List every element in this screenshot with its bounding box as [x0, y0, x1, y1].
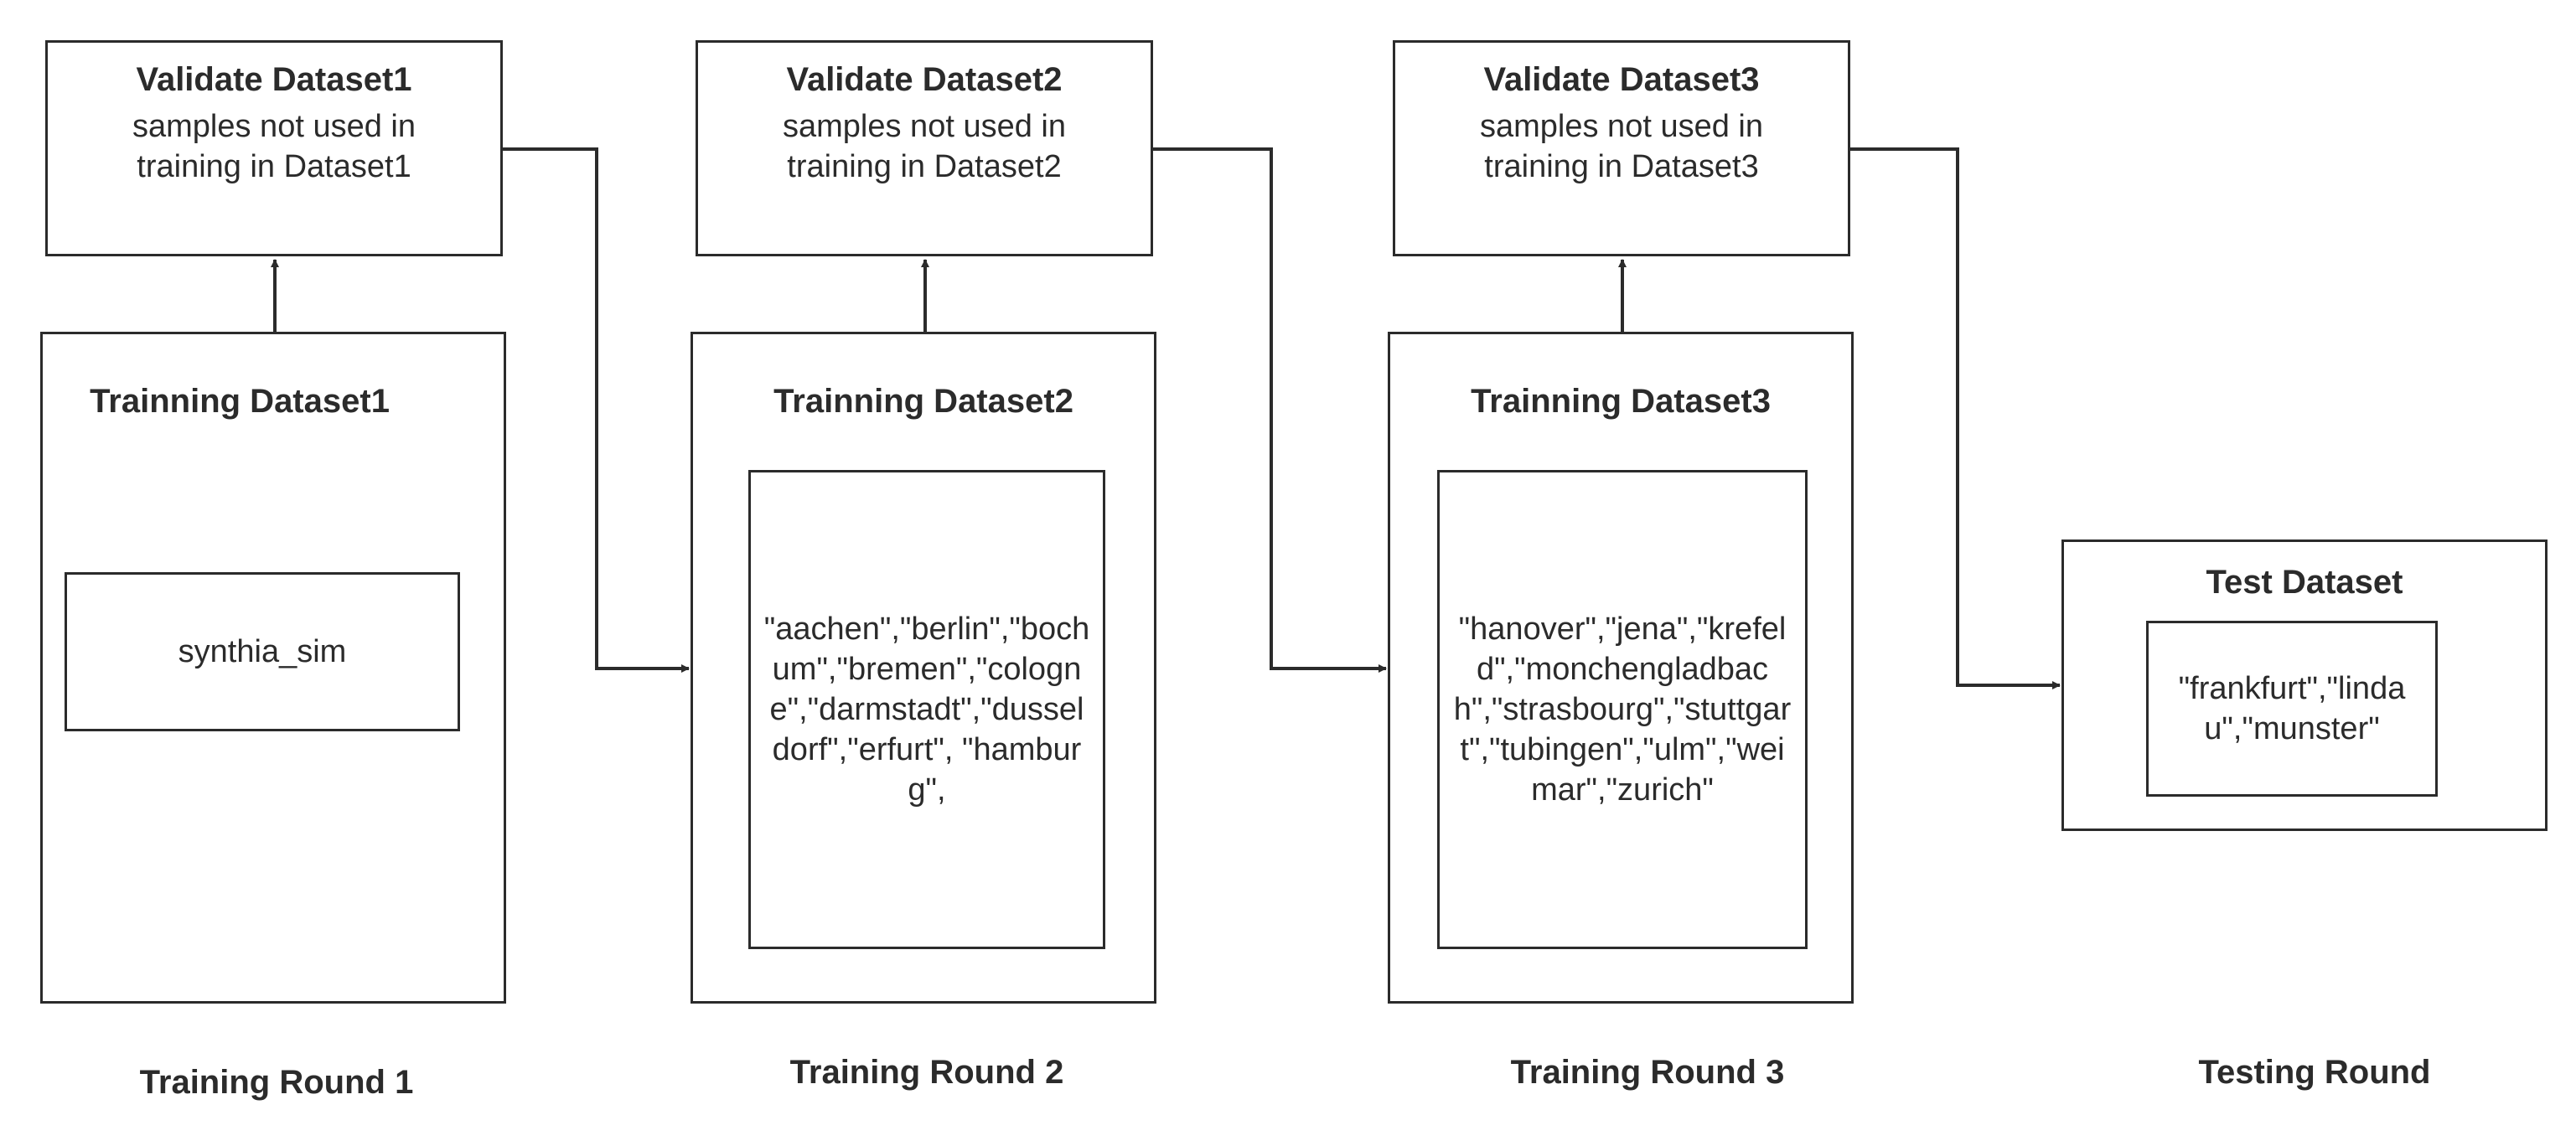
training-box-3: Trainning Dataset3 "hanover","jena","kre…: [1388, 332, 1854, 1004]
training-title-1: Trainning Dataset1: [90, 383, 390, 420]
test-content: "frankfurt","lindau","munster": [2178, 671, 2406, 746]
validate-box-3: Validate Dataset3 samples not used in tr…: [1393, 40, 1850, 256]
training-box-2: Trainning Dataset2 "aachen","berlin","bo…: [691, 332, 1156, 1004]
training-content-1: synthia_sim: [178, 634, 347, 669]
arrow-validate3-to-test: [1850, 147, 2061, 689]
validate-box-2: Validate Dataset2 samples not used in tr…: [696, 40, 1153, 256]
validate-title-3: Validate Dataset3: [1483, 61, 1760, 98]
training-content-2: "aachen","berlin","bochum","bremen","col…: [763, 612, 1090, 808]
test-content-box: "frankfurt","lindau","munster": [2146, 621, 2438, 797]
validate-description-1: samples not used in training in Dataset1: [132, 109, 416, 184]
test-title: Test Dataset: [2206, 564, 2403, 601]
training-title-3: Trainning Dataset3: [1471, 383, 1771, 420]
round-label-3: Training Round 3: [1510, 1054, 1785, 1091]
training-content-box-2: "aachen","berlin","bochum","bremen","col…: [748, 470, 1105, 949]
training-title-2: Trainning Dataset2: [773, 383, 1073, 420]
validate-box-1: Validate Dataset1 samples not used in tr…: [45, 40, 503, 256]
validate-description-3: samples not used in training in Dataset3: [1480, 109, 1763, 184]
round-label-1: Training Round 1: [139, 1064, 414, 1101]
validate-title-2: Validate Dataset2: [786, 61, 1063, 98]
arrow-validate1-to-train2: [503, 147, 690, 673]
test-box: Test Dataset "frankfurt","lindau","munst…: [2061, 539, 2548, 831]
training-content-box-1: synthia_sim: [65, 572, 460, 731]
round-label-2: Training Round 2: [789, 1054, 1064, 1091]
round-label-4: Testing Round: [2198, 1054, 2431, 1091]
validate-title-1: Validate Dataset1: [136, 61, 412, 98]
validate-description-2: samples not used in training in Dataset2: [783, 109, 1066, 184]
training-content-box-3: "hanover","jena","krefeld","monchengladb…: [1437, 470, 1808, 949]
training-box-1: Trainning Dataset1 synthia_sim: [40, 332, 506, 1004]
arrow-validate2-to-train3: [1153, 147, 1387, 673]
training-content-3: "hanover","jena","krefeld","monchengladb…: [1453, 612, 1792, 808]
